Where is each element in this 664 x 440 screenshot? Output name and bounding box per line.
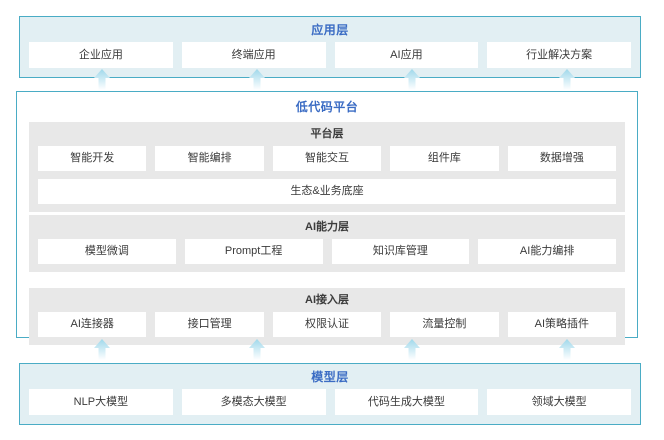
- ai-access-item-ai-connector[interactable]: AI连接器: [38, 312, 147, 337]
- ai-access-item-ai-policy-plugin[interactable]: AI策略插件: [507, 312, 617, 337]
- application-item-industry-solution[interactable]: 行业解决方案: [487, 42, 631, 68]
- ai-capability-item-model-finetune[interactable]: 模型微调: [38, 239, 176, 264]
- platform-item-smart-development[interactable]: 智能开发: [38, 146, 147, 171]
- ai-access-item-permission-auth[interactable]: 权限认证: [272, 312, 382, 337]
- platform-item-smart-orchestration[interactable]: 智能编排: [155, 146, 264, 171]
- ai-capability-layer-group: AI能力层 模型微调 Prompt工程 知识库管理 AI能力编排: [29, 215, 625, 272]
- platform-item-ecosystem-business-foundation[interactable]: 生态&业务底座: [38, 179, 616, 204]
- model-item-code-generation[interactable]: 代码生成大模型: [334, 389, 479, 415]
- ai-capability-item-ai-capability-orchestration[interactable]: AI能力编排: [478, 239, 616, 264]
- ai-capability-item-prompt-engineering[interactable]: Prompt工程: [184, 239, 323, 264]
- ai-capability-item-knowledge-base-management[interactable]: 知识库管理: [331, 239, 470, 264]
- application-layer-items: 企业应用 终端应用 AI应用 行业解决方案: [20, 42, 640, 77]
- ai-access-layer-title: AI接入层: [305, 294, 349, 306]
- platform-item-data-enhancement[interactable]: 数据增强: [507, 146, 617, 171]
- application-item-terminal[interactable]: 终端应用: [181, 42, 326, 68]
- model-layer-band: 模型层 NLP大模型 多模态大模型 代码生成大模型 领域大模型: [19, 363, 641, 425]
- platform-item-smart-interaction[interactable]: 智能交互: [272, 146, 382, 171]
- low-code-platform-title: 低代码平台: [295, 100, 359, 114]
- ai-access-layer-items: AI连接器 接口管理 权限认证 流量控制 AI策略插件: [29, 312, 625, 345]
- application-layer-title: 应用层: [311, 23, 349, 37]
- application-layer-band: 应用层 企业应用 终端应用 AI应用 行业解决方案: [19, 16, 641, 78]
- ai-access-item-traffic-control[interactable]: 流量控制: [390, 312, 499, 337]
- application-item-enterprise[interactable]: 企业应用: [29, 42, 173, 68]
- platform-layer-title: 平台层: [310, 128, 344, 140]
- ai-capability-layer-items: 模型微调 Prompt工程 知识库管理 AI能力编排: [29, 239, 625, 272]
- model-item-nlp[interactable]: NLP大模型: [29, 389, 173, 415]
- model-item-multimodal[interactable]: 多模态大模型: [181, 389, 326, 415]
- model-layer-title: 模型层: [311, 370, 349, 384]
- model-item-domain[interactable]: 领域大模型: [487, 389, 631, 415]
- application-item-ai[interactable]: AI应用: [334, 42, 479, 68]
- ai-access-layer-group: AI接入层 AI连接器 接口管理 权限认证 流量控制 AI策略插件: [29, 288, 625, 345]
- model-layer-items: NLP大模型 多模态大模型 代码生成大模型 领域大模型: [20, 389, 640, 424]
- ai-capability-layer-title: AI能力层: [305, 221, 349, 233]
- platform-item-component-library[interactable]: 组件库: [390, 146, 499, 171]
- ai-access-item-interface-management[interactable]: 接口管理: [155, 312, 264, 337]
- platform-layer-group: 平台层 智能开发 智能编排 智能交互 组件库 数据增强 生态&业务底座: [29, 122, 625, 212]
- low-code-platform-container: 低代码平台 平台层 智能开发 智能编排 智能交互 组件库 数据增强 生态&业务底…: [16, 91, 638, 345]
- platform-foundation-row: 生态&业务底座: [29, 179, 625, 212]
- platform-layer-items: 智能开发 智能编排 智能交互 组件库 数据增强: [29, 146, 625, 179]
